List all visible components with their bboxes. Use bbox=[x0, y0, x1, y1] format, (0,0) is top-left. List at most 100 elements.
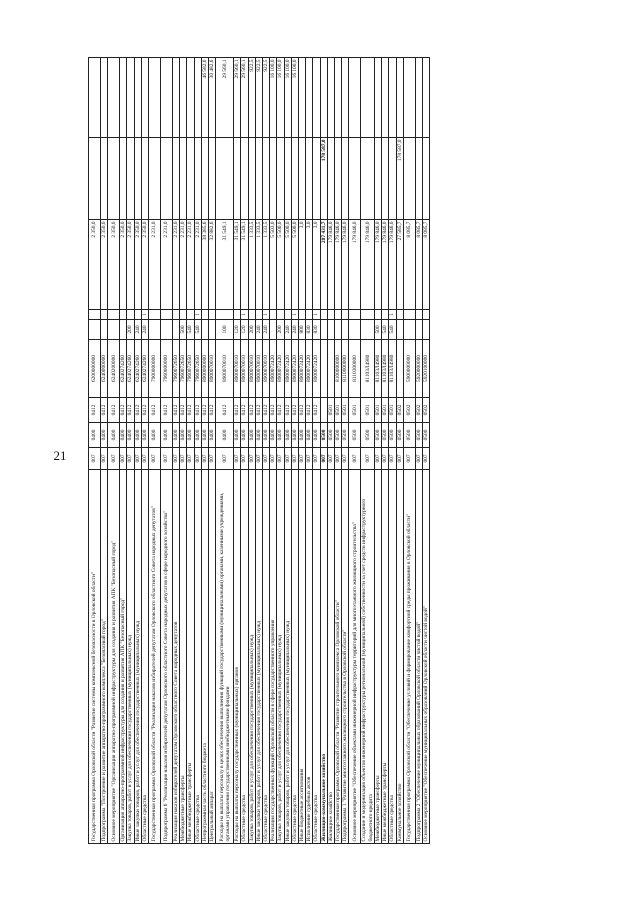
cell-source bbox=[119, 309, 127, 320]
cell-expense-type: 240 bbox=[141, 319, 149, 340]
cell-section: 0400 bbox=[126, 422, 135, 448]
cell-amount-3 bbox=[148, 57, 161, 138]
cell-amount-2 bbox=[403, 137, 416, 220]
cell-amount-3 bbox=[305, 57, 313, 138]
cell-target-article: 7960072650 bbox=[186, 339, 195, 398]
cell-amount-1: 5 500,0 bbox=[284, 219, 292, 310]
cell-amount-3: 16 100,0 bbox=[284, 57, 292, 138]
cell-amount-1: 2 350,0 bbox=[88, 219, 101, 310]
cell-source bbox=[201, 309, 209, 320]
cell-subsection: 0412 bbox=[100, 397, 108, 423]
cell-name: Подпрограмма "Построение и развитие аппа… bbox=[100, 469, 108, 844]
cell-amount-1: 5 503,0 bbox=[269, 219, 277, 310]
cell-grbs: 007 bbox=[119, 447, 127, 470]
cell-section: 0400 bbox=[255, 422, 263, 448]
cell-target-article bbox=[396, 339, 404, 398]
cell-source bbox=[172, 309, 180, 320]
cell-target-article: 8900072420 bbox=[298, 339, 306, 398]
cell-expense-type bbox=[415, 319, 423, 340]
cell-amount-1: 179 846,0 bbox=[341, 219, 349, 310]
cell-grbs: 007 bbox=[388, 447, 396, 470]
cell-amount-2: 178 587,0 bbox=[396, 137, 404, 220]
cell-expense-type bbox=[88, 319, 101, 340]
cell-amount-2 bbox=[201, 137, 209, 220]
cell-amount-2 bbox=[298, 137, 306, 220]
cell-name: Закупка товаров, работ и услуг для обесп… bbox=[248, 469, 256, 844]
cell-grbs: 007 bbox=[348, 447, 361, 470]
cell-target-article: 8900070010 bbox=[240, 339, 249, 398]
cell-amount-1: 1 333,5 bbox=[255, 219, 263, 310]
cell-amount-1: 179 846,0 bbox=[327, 219, 335, 310]
cell-expense-type bbox=[403, 319, 416, 340]
cell-amount-2 bbox=[126, 137, 135, 220]
cell-amount-3 bbox=[415, 57, 423, 138]
cell-name: Закупка товаров, работ и услуг для обесп… bbox=[126, 469, 135, 844]
cell-target-article: 8900072420 bbox=[312, 339, 321, 398]
cell-target-article: 81103Л4980 bbox=[360, 339, 375, 398]
cell-grbs: 007 bbox=[186, 447, 195, 470]
cell-amount-1: 27 585,7 bbox=[396, 219, 404, 310]
cell-subsection: 0412 bbox=[148, 397, 161, 423]
cell-target-article: 81103Л4980 bbox=[374, 339, 382, 398]
cell-expense-type bbox=[269, 319, 277, 340]
cell-amount-2 bbox=[240, 137, 249, 220]
cell-expense-type: 800 bbox=[298, 319, 306, 340]
cell-source bbox=[160, 309, 173, 320]
cell-section: 0400 bbox=[119, 422, 127, 448]
cell-amount-2 bbox=[194, 137, 202, 220]
cell-expense-type: 830 bbox=[312, 319, 321, 340]
cell-amount-3 bbox=[381, 57, 389, 138]
cell-amount-3: 16 100,0 bbox=[276, 57, 285, 138]
table-row: Организация аппаратно-программной инфрас… bbox=[119, 57, 127, 844]
cell-source bbox=[348, 309, 361, 320]
cell-section: 0500 bbox=[415, 422, 423, 448]
cell-target-article: 81103Л4980 bbox=[388, 339, 396, 398]
cell-amount-2: 178 587,0 bbox=[320, 137, 328, 220]
cell-section: 0500 bbox=[403, 422, 416, 448]
cell-amount-1: 179 846,0 bbox=[388, 219, 396, 310]
cell-amount-2 bbox=[284, 137, 292, 220]
cell-expense-type: 540 bbox=[186, 319, 195, 340]
cell-subsection: 0501 bbox=[360, 397, 375, 423]
cell-target-article bbox=[327, 339, 335, 398]
cell-subsection: 0412 bbox=[179, 397, 187, 423]
cell-expense-type bbox=[334, 319, 342, 340]
cell-grbs: 007 bbox=[291, 447, 299, 470]
table-row: Закупка товаров, работ и услуг для обесп… bbox=[248, 57, 256, 844]
cell-expense-type bbox=[148, 319, 161, 340]
cell-section: 0500 bbox=[348, 422, 361, 448]
cell-target-article: 8110300000 bbox=[348, 339, 361, 398]
table-row: Закупка товаров, работ и услуг для обесп… bbox=[276, 57, 285, 844]
cell-target-article: 8900070010 bbox=[215, 339, 234, 398]
cell-grbs: 007 bbox=[403, 447, 416, 470]
cell-section: 0400 bbox=[233, 422, 241, 448]
cell-section: 0400 bbox=[186, 422, 195, 448]
cell-amount-3 bbox=[179, 57, 187, 138]
cell-name: Организация аппаратно-программной инфрас… bbox=[119, 469, 127, 844]
cell-expense-type bbox=[208, 319, 216, 340]
cell-source bbox=[134, 309, 142, 320]
cell-subsection: 0412 bbox=[160, 397, 173, 423]
cell-subsection: 0412 bbox=[208, 397, 216, 423]
cell-subsection: 0412 bbox=[88, 397, 101, 423]
table-row: Государственная программа Орловской обла… bbox=[334, 57, 342, 844]
cell-name: Областные средства bbox=[312, 469, 321, 844]
cell-section: 0500 bbox=[396, 422, 404, 448]
cell-amount-3 bbox=[134, 57, 142, 138]
table-row: Закупка товаров, работ и услуг для обесп… bbox=[126, 57, 135, 844]
cell-expense-type: 240 bbox=[134, 319, 142, 340]
cell-subsection: 0412 bbox=[298, 397, 306, 423]
cell-name: Иные межбюджетные трансферты bbox=[186, 469, 195, 844]
cell-source bbox=[276, 309, 285, 320]
table-row: Расходы на выплаты персоналу в целях обе… bbox=[215, 57, 234, 844]
cell-subsection: 0501 bbox=[341, 397, 349, 423]
cell-name: Иные межбюджетные трансферты bbox=[381, 469, 389, 844]
cell-amount-1: 207 431,7 bbox=[320, 219, 328, 310]
cell-amount-1: 2 350,0 bbox=[119, 219, 127, 310]
cell-amount-3 bbox=[388, 57, 396, 138]
cell-expense-type bbox=[100, 319, 108, 340]
cell-section: 0400 bbox=[208, 422, 216, 448]
cell-amount-3 bbox=[422, 57, 430, 138]
cell-section: 0400 bbox=[194, 422, 202, 448]
